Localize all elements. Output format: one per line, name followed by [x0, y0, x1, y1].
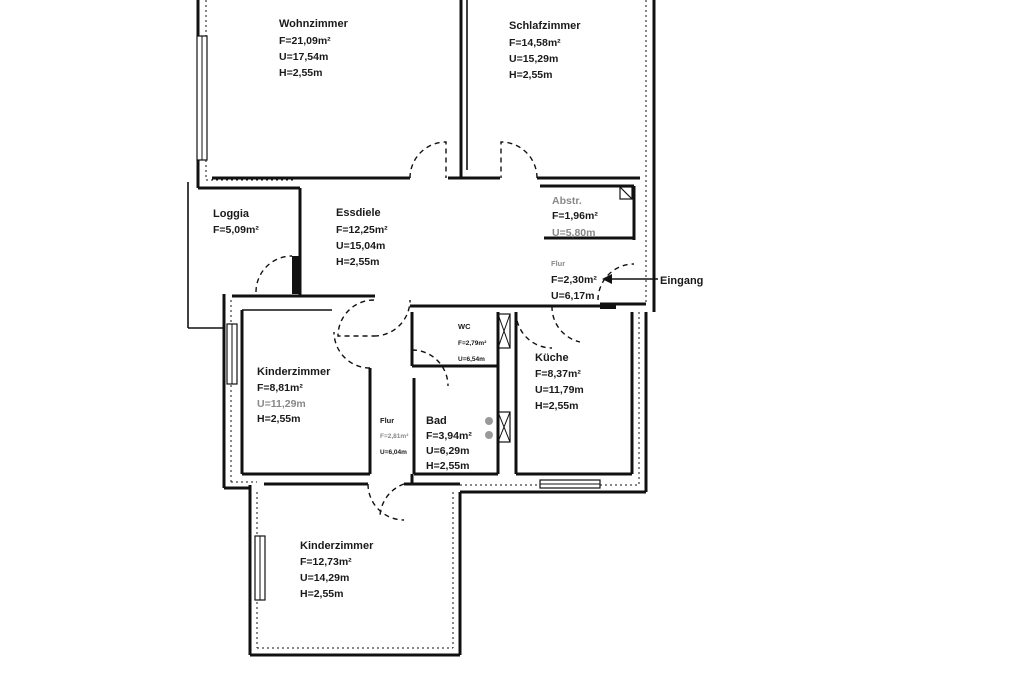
room-name: Abstr.	[552, 195, 582, 207]
room-height: H=2,55m	[535, 400, 579, 412]
room-name: Küche	[535, 352, 569, 364]
room-area: F=2,81m²	[380, 433, 409, 440]
room-perimeter: U=6,17m	[551, 290, 595, 302]
room-name: Schlafzimmer	[509, 20, 581, 32]
room-height: H=2,55m	[336, 256, 380, 268]
room-area: F=12,73m²	[300, 556, 352, 568]
room-perimeter: U=15,29m	[509, 53, 558, 65]
room-area: F=8,37m²	[535, 368, 581, 380]
room-perimeter: U=14,29m	[300, 572, 349, 584]
room-area: F=21,09m²	[279, 35, 331, 47]
room-perimeter: U=6,04m	[380, 449, 407, 456]
room-perimeter: U=11,29m	[257, 398, 306, 410]
room-area: F=12,25m²	[336, 224, 388, 236]
room-flur-entry: Flur F=2,30m² U=6,17m	[551, 259, 597, 302]
entrance-label: Eingang	[660, 275, 703, 287]
room-perimeter: U=15,04m	[336, 240, 385, 252]
room-perimeter: U=17,54m	[279, 51, 328, 63]
entrance-arrow	[602, 274, 658, 284]
inner-walls	[212, 0, 646, 486]
room-kueche: Küche F=8,37m² U=11,79m H=2,55m	[535, 352, 584, 412]
room-name: Kinderzimmer	[257, 366, 331, 378]
room-height: H=2,55m	[257, 413, 301, 425]
room-name: Kinderzimmer	[300, 540, 374, 552]
doors	[255, 141, 635, 521]
windows	[196, 35, 616, 601]
room-area: F=3,94m²	[426, 430, 472, 442]
room-name: Flur	[551, 259, 565, 268]
room-flur-inner: Flur F=2,81m² U=6,04m	[380, 416, 409, 456]
room-name: WC	[458, 322, 471, 331]
room-wohnzimmer: Wohnzimmer F=21,09m² U=17,54m H=2,55m	[279, 18, 349, 79]
room-area: F=14,58m²	[509, 37, 561, 49]
room-name: Loggia	[213, 208, 250, 220]
room-kinderzimmer-2: Kinderzimmer F=12,73m² U=14,29m H=2,55m	[300, 540, 374, 600]
room-perimeter: U=6,54m	[458, 356, 485, 363]
room-area: F=2,79m²	[458, 340, 487, 347]
room-area: F=2,30m²	[551, 274, 597, 286]
room-perimeter: U=5,80m	[552, 227, 596, 239]
room-height: H=2,55m	[279, 67, 323, 79]
room-bad: Bad F=3,94m² U=6,29m H=2,55m	[426, 415, 472, 472]
room-height: H=2,55m	[426, 460, 470, 472]
room-wc: WC F=2,79m² U=6,54m	[458, 322, 487, 363]
room-perimeter: U=6,29m	[426, 445, 470, 457]
room-kinderzimmer-1: Kinderzimmer F=8,81m² U=11,29m H=2,55m	[257, 366, 331, 425]
room-essdiele: Essdiele F=12,25m² U=15,04m H=2,55m	[336, 207, 388, 268]
room-name: Essdiele	[336, 207, 381, 219]
room-name: Bad	[426, 415, 447, 427]
room-area: F=5,09m²	[213, 224, 259, 236]
room-area: F=1,96m²	[552, 210, 598, 222]
room-area: F=8,81m²	[257, 382, 303, 394]
room-perimeter: U=11,79m	[535, 384, 584, 396]
room-height: H=2,55m	[300, 588, 344, 600]
room-height: H=2,55m	[509, 69, 553, 81]
room-abstr: Abstr. F=1,96m² U=5,80m	[552, 195, 598, 239]
room-schlafzimmer: Schlafzimmer F=14,58m² U=15,29m H=2,55m	[509, 20, 581, 81]
room-name: Flur	[380, 416, 394, 425]
room-loggia: Loggia F=5,09m²	[213, 208, 259, 236]
room-name: Wohnzimmer	[279, 18, 349, 30]
